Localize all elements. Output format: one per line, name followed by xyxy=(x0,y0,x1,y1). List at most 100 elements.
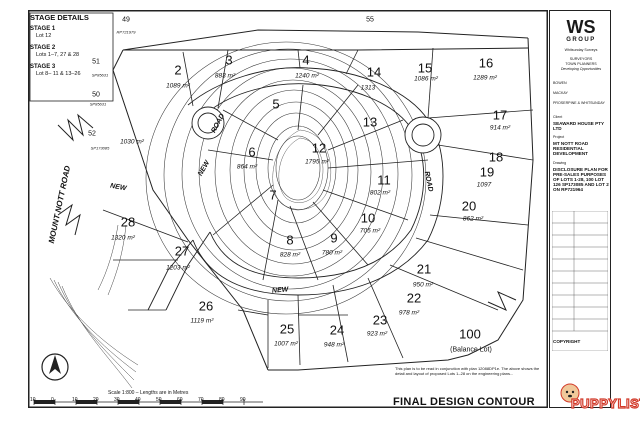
company-line: Developing Opportunities xyxy=(560,67,602,71)
stage-3-lots: Lot 8– 11 & 13–26 xyxy=(36,71,81,77)
lot-number: 4 xyxy=(302,52,310,68)
scale-tick: 80 xyxy=(219,397,225,403)
client-name: SEAWARD HOUSE PTY LTD xyxy=(553,121,604,131)
lot-number: 24 xyxy=(329,322,345,338)
lot-area: 1289 m² xyxy=(473,74,497,82)
lot-area: 1320 m² xyxy=(111,234,135,242)
survey-ref: SP85631 xyxy=(91,72,109,78)
lot-area: 1313 xyxy=(360,84,376,92)
adjacent-lot-number: 50 xyxy=(92,91,100,99)
lot-area: 1097 xyxy=(476,181,492,189)
lot-area: 864 m² xyxy=(236,163,258,171)
stage-1-lots: Lot 12 xyxy=(36,33,52,39)
logo-tagline: Whitsunday Surveys xyxy=(564,48,598,52)
lot-area: 1203 m² xyxy=(166,264,190,272)
scale-tick: 50 xyxy=(156,397,162,403)
stage-details-panel: STAGE DETAILS STAGE 1 Lot 12 STAGE 2 Lot… xyxy=(30,14,112,78)
lot-number: 13 xyxy=(362,114,378,130)
survey-ref: RP721979 xyxy=(116,29,136,35)
lot-area: 1086 m² xyxy=(414,75,438,83)
final-design-title: FINAL DESIGN CONTOUR xyxy=(393,396,535,408)
scale-tick: 30 xyxy=(114,397,120,403)
lot-number: 17 xyxy=(492,107,508,123)
lot-area: 828 m² xyxy=(279,251,301,259)
scale-tick: 10 xyxy=(72,397,78,403)
puppylist-watermark: PUPPYLIST xyxy=(551,378,640,418)
title-block: WS GROUP Whitsunday Surveys SURVEYORS TO… xyxy=(549,10,611,408)
stage-2-name: STAGE 2 xyxy=(30,45,56,51)
adjacent-lot-number: 55 xyxy=(366,16,374,24)
scale-tick: 90 xyxy=(240,397,246,403)
plan-note: This plan is to be read in conjunction w… xyxy=(395,366,540,376)
lot-area: 1007 m² xyxy=(274,340,298,348)
ws-group-logo: WS GROUP xyxy=(566,17,596,43)
lot-number: 26 xyxy=(198,298,214,314)
lot-area: 862 m² xyxy=(462,215,484,223)
lot-number: 8 xyxy=(286,232,294,248)
lot-number: 12 xyxy=(311,140,327,156)
scale-tick: 60 xyxy=(177,397,183,403)
lot-number: 6 xyxy=(248,144,256,160)
lot-area: 923 m² xyxy=(366,330,388,338)
drawing-title: DISCLOSURE PLAN FOR PRE-SALES PURPOSES O… xyxy=(553,167,609,192)
lot-area: (Balance Lot) xyxy=(450,346,492,354)
scale-tick: 70 xyxy=(198,397,204,403)
subdivision-plan-drawing xyxy=(28,10,548,408)
client-label: Client xyxy=(553,115,563,119)
survey-ref: SP85631 xyxy=(89,101,107,107)
copyright-label: COPYRIGHT xyxy=(553,339,581,344)
lot-area: 914 m² xyxy=(489,124,511,132)
lot-number: 10 xyxy=(360,210,376,226)
lot-number: 27 xyxy=(174,243,190,259)
lot-area: 1030 m² xyxy=(120,138,144,146)
lot-number: 28 xyxy=(120,214,136,230)
lot-number: 23 xyxy=(372,312,388,328)
lot-area: 1795 m² xyxy=(305,158,329,166)
lot-number: 16 xyxy=(478,55,494,71)
office-proserpine: PROSERPINE & WHITSUNDAY xyxy=(553,101,605,105)
lot-area: 705 m² xyxy=(359,227,381,235)
lot-area: 948 m² xyxy=(323,341,345,349)
scale-tick: 10 xyxy=(30,397,36,403)
revision-table xyxy=(552,211,608,351)
lot-number: 18 xyxy=(488,149,504,165)
project-label: Project xyxy=(553,135,565,139)
lot-number: 20 xyxy=(461,198,477,214)
road-label: NEW xyxy=(271,286,289,295)
office-bowen: BOWEN xyxy=(553,81,567,85)
lot-area: 1089 m² xyxy=(166,82,190,90)
lot-number: 15 xyxy=(417,60,433,76)
adjacent-lot-number: 49 xyxy=(122,16,130,24)
company-line: TOWN PLANNERS xyxy=(565,62,597,66)
stage-details-heading: STAGE DETAILS xyxy=(30,13,89,22)
survey-ref: SP173085 xyxy=(90,145,110,151)
lot-area: 978 m² xyxy=(398,309,420,317)
lot-area: 780 m² xyxy=(321,249,343,257)
lot-number: 25 xyxy=(279,321,295,337)
scale-tick: 0 xyxy=(51,397,54,403)
scale-ticks: 10 0 10 20 30 40 50 60 70 80 90 xyxy=(30,397,270,405)
lot-number: 11 xyxy=(377,172,391,188)
lot-number: 14 xyxy=(366,64,382,80)
lot-area: 1119 m² xyxy=(190,317,214,325)
lot-number: 3 xyxy=(225,52,233,68)
watermark-text: PUPPYLIST xyxy=(570,395,640,411)
stage-3-name: STAGE 3 xyxy=(30,64,56,70)
scale-tick: 40 xyxy=(135,397,141,403)
adjacent-lot-number: 51 xyxy=(92,58,100,66)
scale-label: Scale 1:800 – Lengths are in Metres xyxy=(108,390,189,396)
lot-number: 21 xyxy=(416,261,432,277)
svg-text:GROUP: GROUP xyxy=(566,37,596,43)
lot-area: 802 m² xyxy=(369,189,391,197)
north-arrow-icon xyxy=(41,353,69,381)
drawing-label: Drawing xyxy=(553,161,567,165)
lot-number: 100 xyxy=(459,326,481,342)
project-name: MT NOTT ROAD RESIDENTIAL DEVELOPMENT xyxy=(553,141,589,156)
adjacent-lot-number: 52 xyxy=(88,130,96,138)
dog-icon xyxy=(560,383,580,403)
lot-number: 19 xyxy=(479,164,495,180)
lot-area: 1240 m² xyxy=(295,72,319,80)
stage-2-lots: Lots 1–7, 27 & 28 xyxy=(36,52,80,58)
lot-number: 5 xyxy=(272,96,280,112)
